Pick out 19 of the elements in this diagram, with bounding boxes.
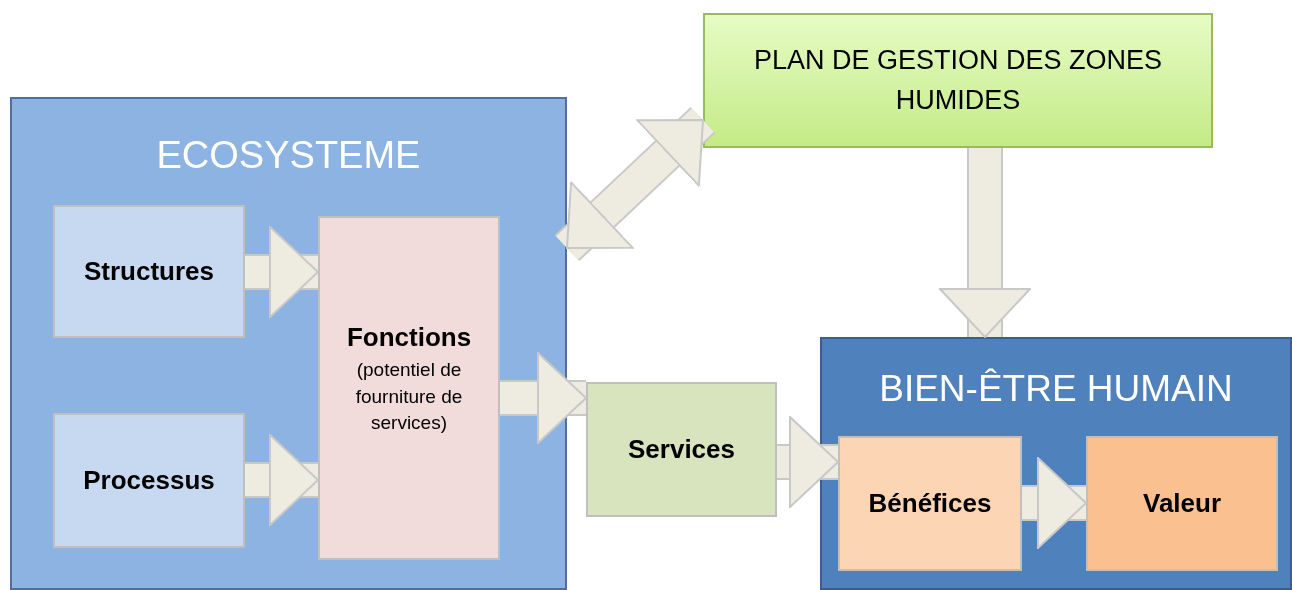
structures-box bbox=[53, 205, 245, 338]
node-label: Services bbox=[628, 433, 735, 466]
services-box bbox=[586, 382, 777, 517]
node-label: PLAN DE GESTION DES ZONES HUMIDES bbox=[752, 44, 1164, 117]
value-box bbox=[1086, 436, 1278, 571]
benefits-box bbox=[838, 436, 1022, 571]
node-label: BIEN-ÊTRE HUMAIN bbox=[879, 367, 1233, 411]
plan-box bbox=[703, 13, 1213, 148]
node-description: (potentiel de fourniture de services) bbox=[354, 358, 464, 436]
node-label: Fonctions bbox=[346, 321, 472, 354]
process-box bbox=[53, 413, 245, 548]
node-label: Structures bbox=[83, 255, 214, 288]
node-label: Bénéfices bbox=[868, 487, 992, 520]
functions-box bbox=[318, 216, 500, 560]
node-label: Valeur bbox=[1142, 487, 1222, 520]
node-label: Processus bbox=[83, 464, 215, 497]
well-being-panel bbox=[820, 337, 1292, 590]
ecosystem-panel bbox=[10, 97, 567, 590]
node-label: ECOSYSTEME bbox=[156, 133, 421, 178]
